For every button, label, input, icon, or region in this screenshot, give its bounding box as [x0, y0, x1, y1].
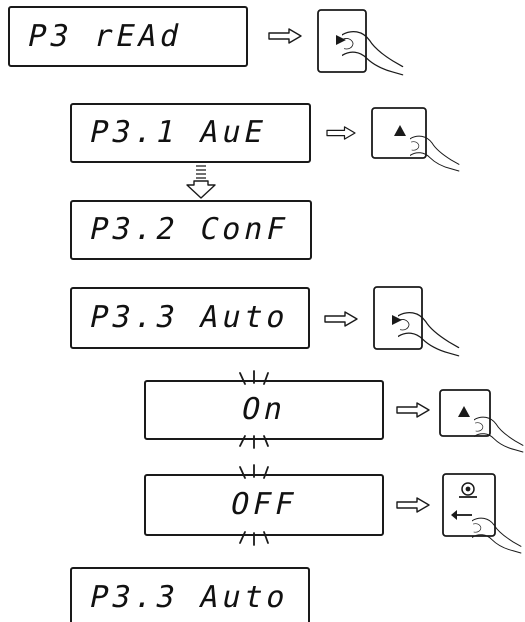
display-p3-3-final: P3.3 Auto	[70, 567, 310, 622]
right-key-press-icon	[373, 286, 460, 357]
hollow-right-arrow-icon	[268, 28, 302, 44]
display-p3-3: P3.3 Auto	[70, 287, 310, 349]
blink-rays-icon	[239, 464, 269, 546]
blink-rays-icon	[239, 370, 269, 449]
display-p3-1: P3.1 AuE	[70, 103, 311, 163]
hollow-right-arrow-icon	[396, 497, 430, 513]
up-key-press-icon	[439, 389, 524, 453]
display-off: OFF	[144, 474, 384, 536]
display-on: On	[144, 380, 384, 440]
hollow-right-arrow-icon	[324, 311, 358, 327]
right-key-press-icon	[317, 9, 404, 76]
hollow-right-arrow-icon	[326, 126, 356, 140]
display-p3-2: P3.2 ConF	[70, 200, 312, 260]
tare-key-press-icon	[442, 473, 522, 554]
display-p3-read: P3 rEAd	[8, 6, 248, 67]
up-key-press-icon	[371, 107, 460, 172]
hollow-down-arrow-icon	[186, 165, 216, 199]
hollow-right-arrow-icon	[396, 402, 430, 418]
